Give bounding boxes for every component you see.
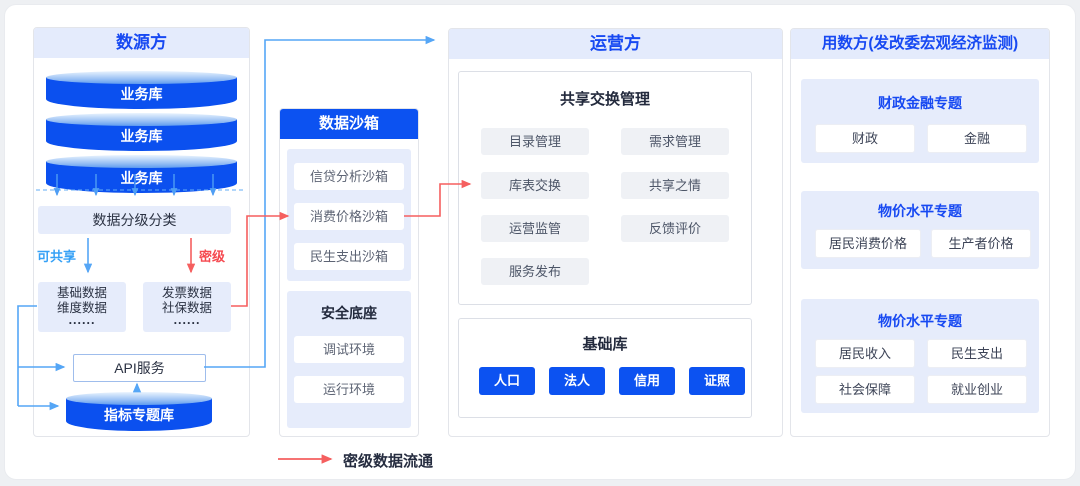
base-library-title: 基础库 (582, 336, 628, 353)
operator-panel-title: 运营方 (449, 29, 782, 59)
security-item: 调试环境 (294, 336, 404, 363)
cylinder-top-icon (46, 113, 237, 126)
topic-item: 生产者价格 (931, 229, 1031, 258)
base-data-box: 基础数据 维度数据 ...... (38, 282, 126, 332)
base-library-item: 信用 (619, 367, 675, 395)
base-library-group: 基础库 人口 法人 信用 证照 (458, 318, 752, 418)
data-source-panel-title: 数源方 (34, 28, 249, 58)
base-library-item: 法人 (549, 367, 605, 395)
topic-item: 居民收入 (815, 339, 915, 368)
base-data-line: 基础数据 (56, 286, 107, 300)
business-db-label: 业务库 (120, 86, 163, 102)
invoice-data-line: 社保数据 (161, 301, 212, 315)
api-service-box: API服务 (73, 354, 206, 382)
sandbox-item: 信贷分析沙箱 (294, 163, 404, 190)
sandbox-group: 信贷分析沙箱 消费价格沙箱 民生支出沙箱 (287, 149, 411, 281)
data-classification-box: 数据分级分类 (38, 206, 231, 234)
business-db-cylinder: 业务库 (46, 113, 237, 151)
business-db-label: 业务库 (120, 128, 163, 144)
cylinder-top-icon (66, 392, 212, 405)
sandbox-item: 消费价格沙箱 (294, 203, 404, 230)
indicator-topic-db-cylinder: 指标专题库 (66, 392, 212, 431)
topic-item: 民生支出 (927, 339, 1027, 368)
business-db-label: 业务库 (120, 170, 163, 186)
security-base-title: 安全底座 (321, 305, 377, 321)
data-sandbox-title: 数据沙箱 (280, 109, 418, 139)
topic-item: 居民消费价格 (815, 229, 921, 258)
base-library-item: 人口 (479, 367, 535, 395)
exchange-item: 需求管理 (621, 128, 729, 155)
ellipsis-dots: ...... (68, 313, 96, 327)
security-base-group: 安全底座 调试环境 运行环境 (287, 291, 411, 428)
business-db-cylinder: 业务库 (46, 155, 237, 193)
exchange-item: 服务发布 (481, 258, 589, 285)
topic-item: 就业创业 (927, 375, 1027, 404)
price-level-topic-title: 物价水平专题 (878, 203, 962, 219)
exchange-item: 共享之情 (621, 172, 729, 199)
topic-item: 财政 (815, 124, 915, 153)
cylinder-top-icon (46, 155, 237, 168)
data-consumer-panel: 用数方(发改委宏观经济监测) 财政金融专题 财政 金融 物价水平专题 居民消费价… (790, 28, 1050, 437)
sandbox-item: 民生支出沙箱 (294, 243, 404, 270)
topic-item: 社会保障 (815, 375, 915, 404)
livelihood-topic-group: 物价水平专题 居民收入 民生支出 社会保障 就业创业 (801, 299, 1039, 413)
topic-item: 金融 (927, 124, 1027, 153)
legend-label: 密级数据流通 (343, 453, 434, 470)
livelihood-topic-title: 物价水平专题 (878, 313, 962, 329)
exchange-management-title: 共享交换管理 (559, 91, 650, 108)
base-library-item: 证照 (689, 367, 745, 395)
exchange-item: 反馈评价 (621, 215, 729, 242)
invoice-data-box: 发票数据 社保数据 ...... (143, 282, 231, 332)
cylinder-top-icon (46, 71, 237, 84)
exchange-management-group: 共享交换管理 目录管理 需求管理 库表交换 共享之情 运营监管 反馈评价 服务发… (458, 71, 752, 305)
base-data-line: 维度数据 (56, 301, 107, 315)
data-source-panel: 数源方 业务库 业务库 业务库 数据分级分类 可共享 密级 基础数据 维度数据 … (33, 27, 250, 437)
operator-panel: 运营方 共享交换管理 目录管理 需求管理 库表交换 共享之情 运营监管 反馈评价… (448, 28, 783, 437)
sharable-label: 可共享 (37, 249, 77, 264)
finance-topic-group: 财政金融专题 财政 金融 (801, 79, 1039, 163)
data-consumer-panel-title: 用数方(发改委宏观经济监测) (791, 29, 1049, 59)
indicator-topic-db-label: 指标专题库 (104, 407, 174, 423)
finance-topic-title: 财政金融专题 (878, 95, 962, 111)
exchange-item: 运营监管 (481, 215, 589, 242)
data-sandbox-panel: 数据沙箱 信贷分析沙箱 消费价格沙箱 民生支出沙箱 安全底座 调试环境 运行环境 (279, 108, 419, 437)
security-item: 运行环境 (294, 376, 404, 403)
price-level-topic-group: 物价水平专题 居民消费价格 生产者价格 (801, 191, 1039, 269)
exchange-item: 库表交换 (481, 172, 589, 199)
business-db-cylinder: 业务库 (46, 71, 237, 109)
ellipsis-dots: ...... (173, 313, 201, 327)
secret-label: 密级 (199, 249, 226, 264)
exchange-item: 目录管理 (481, 128, 589, 155)
invoice-data-line: 发票数据 (161, 286, 212, 300)
